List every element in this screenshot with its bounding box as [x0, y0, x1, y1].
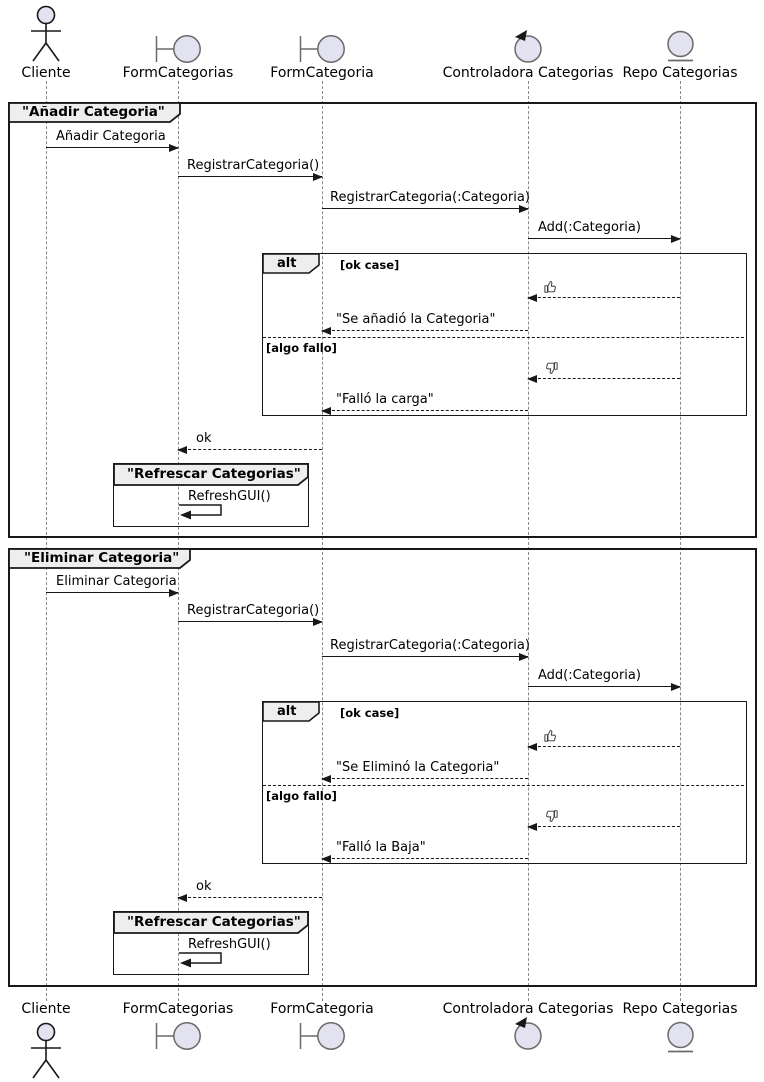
refrescar-header — [113, 463, 309, 486]
frame-eliminar-categoria — [8, 548, 757, 987]
reply-thumbs-up — [527, 279, 680, 302]
actor-icon — [31, 5, 61, 62]
frame-eliminar-header — [8, 548, 191, 569]
message-registrarcategoria: RegistrarCategoria() — [178, 158, 323, 181]
control-icon — [514, 30, 542, 63]
refrescar-header — [113, 911, 309, 934]
arrowhead-right-icon — [671, 235, 681, 243]
arrowhead-left-icon — [177, 894, 187, 902]
participant-label-cliente: Cliente — [21, 65, 71, 81]
reply-thumbs-down — [527, 360, 680, 383]
alt-frame — [262, 701, 747, 864]
self-message-refreshgui-arrow — [179, 504, 222, 520]
arrowhead-right-icon — [169, 144, 179, 152]
message-add-categoria: Add(:Categoria) — [528, 220, 681, 243]
boundary-icon — [155, 1022, 201, 1050]
reply-se-elimino: "Se Eliminó la Categoria" — [321, 760, 528, 783]
boundary-icon — [155, 35, 201, 63]
reply-fallo-carga: "Falló la carga" — [321, 392, 528, 415]
arrowhead-right-icon — [671, 683, 681, 691]
alt-header — [262, 701, 320, 722]
lifeline-repo-categorias — [680, 81, 681, 1001]
message-add-categoria: Add(:Categoria) — [528, 668, 681, 691]
arrowhead-left-icon — [527, 294, 537, 302]
participant-label-repo-categorias: Repo Categorias — [622, 1001, 738, 1017]
alt-frame — [262, 253, 747, 416]
entity-icon — [667, 30, 694, 62]
thumbs-down-icon — [546, 810, 558, 822]
alt-keyword: alt — [277, 704, 297, 719]
alt-divider — [263, 337, 744, 338]
frame-eliminar-title: "Eliminar Categoria" — [24, 550, 180, 566]
frame-anadir-title: "Añadir Categoria" — [22, 104, 165, 120]
frame-anadir-header — [8, 102, 181, 123]
self-message-refreshgui-label: RefreshGUI() — [188, 937, 271, 952]
lifeline-formcategorias — [178, 81, 179, 1001]
reply-thumbs-up — [527, 728, 680, 751]
arrowhead-left-icon — [321, 775, 331, 783]
participant-label-formcategoria: FormCategoria — [270, 65, 374, 81]
participant-label-controladora-categorias: Controladora Categorias — [442, 65, 614, 81]
entity-icon — [667, 1021, 694, 1053]
arrowhead-right-icon — [519, 205, 529, 213]
participant-label-formcategoria: FormCategoria — [270, 1001, 374, 1017]
control-icon — [514, 1017, 542, 1050]
participant-label-formcategorias: FormCategorias — [122, 65, 234, 81]
arrowhead-right-icon — [519, 653, 529, 661]
lifeline-controladora-categorias — [528, 81, 529, 1001]
lifeline-formcategoria — [322, 81, 323, 1001]
arrowhead-left-icon — [527, 823, 537, 831]
arrowhead-left-icon — [177, 446, 187, 454]
alt-guard-fallo: [algo fallo] — [266, 341, 337, 355]
message-registrarcategoria: RegistrarCategoria() — [178, 603, 323, 626]
reply-ok: ok — [177, 879, 322, 902]
participant-label-formcategorias: FormCategorias — [122, 1001, 234, 1017]
alt-header — [262, 253, 320, 274]
message-registrarcategoria-param: RegistrarCategoria(:Categoria) — [322, 638, 530, 661]
alt-divider — [263, 785, 744, 786]
refrescar-title: "Refrescar Categorias" — [127, 914, 301, 930]
self-message-refreshgui-label: RefreshGUI() — [188, 489, 271, 504]
arrowhead-left-icon — [527, 375, 537, 383]
self-message-refreshgui-arrow — [179, 952, 222, 968]
arrowhead-left-icon — [527, 743, 537, 751]
alt-guard-ok: [ok case] — [340, 706, 400, 720]
actor-icon — [31, 1022, 61, 1079]
arrowhead-left-icon — [321, 855, 331, 863]
boundary-icon — [299, 1022, 345, 1050]
arrowhead-right-icon — [313, 618, 323, 626]
participant-label-repo-categorias: Repo Categorias — [622, 65, 738, 81]
lifeline-cliente — [46, 81, 47, 1001]
frame-anadir-categoria — [8, 102, 757, 538]
message-anadir-categoria: Añadir Categoria — [46, 129, 179, 152]
refrescar-title: "Refrescar Categorias" — [127, 466, 301, 482]
alt-guard-ok: [ok case] — [340, 258, 400, 272]
reply-fallo-baja: "Falló la Baja" — [321, 840, 528, 863]
arrowhead-left-icon — [321, 327, 331, 335]
alt-guard-fallo: [algo fallo] — [266, 789, 337, 803]
arrowhead-right-icon — [169, 589, 179, 597]
boundary-icon — [299, 35, 345, 63]
arrowhead-right-icon — [313, 173, 323, 181]
reply-ok: ok — [177, 431, 322, 454]
message-eliminar-categoria: Eliminar Categoria — [46, 574, 179, 597]
alt-keyword: alt — [277, 256, 297, 271]
reply-se-anadio: "Se añadió la Categoria" — [321, 312, 528, 335]
arrowhead-left-icon — [321, 407, 331, 415]
thumbs-up-icon — [544, 730, 556, 742]
reply-thumbs-down — [527, 808, 680, 831]
thumbs-down-icon — [546, 362, 558, 374]
thumbs-up-icon — [544, 281, 556, 293]
participant-label-controladora-categorias: Controladora Categorias — [442, 1001, 614, 1017]
message-registrarcategoria-param: RegistrarCategoria(:Categoria) — [322, 190, 530, 213]
participant-label-cliente: Cliente — [21, 1001, 71, 1017]
